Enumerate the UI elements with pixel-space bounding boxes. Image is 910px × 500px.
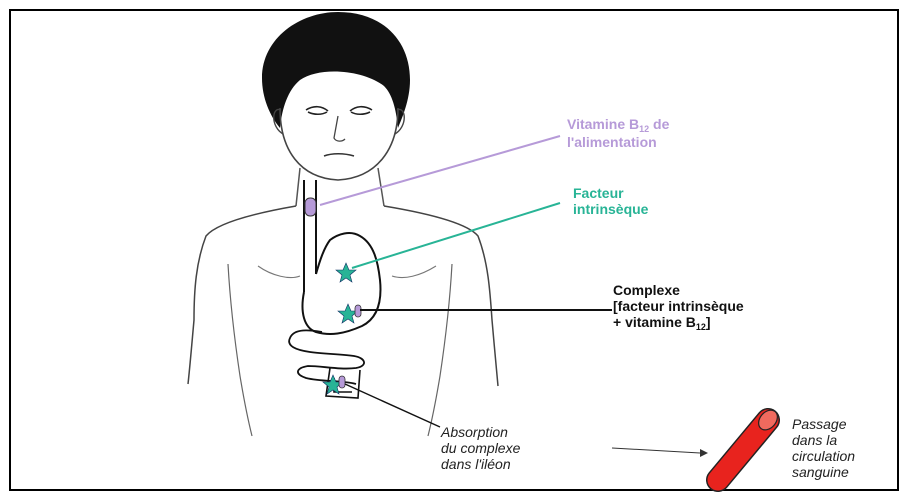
intrinsic-factor-star xyxy=(336,263,356,282)
passage-arrow-head xyxy=(700,449,708,457)
left-torso xyxy=(228,264,252,436)
passage-arrow xyxy=(612,448,700,453)
left-shoulder-arm xyxy=(188,206,296,384)
vitamin-b12-label: Vitamine B12 de l'alimentation xyxy=(567,116,669,150)
face xyxy=(280,108,398,180)
absorption-label: Absorption du complexe dans l'iléon xyxy=(441,424,520,472)
left-eye xyxy=(306,107,328,115)
intrinsic-factor-pointer-line xyxy=(352,203,560,268)
small-intestine xyxy=(289,330,364,384)
blood-vessel xyxy=(718,406,781,480)
absorption-pointer-line xyxy=(345,384,440,427)
nose xyxy=(334,116,345,141)
mouth xyxy=(324,154,354,156)
absorbed-complex-capsule xyxy=(339,376,345,388)
right-shoulder-arm xyxy=(384,206,498,386)
vitamin-pointer-line xyxy=(320,136,560,205)
esophagus xyxy=(304,180,316,292)
vitamin-b12-capsule xyxy=(305,198,316,216)
right-torso xyxy=(428,264,452,436)
complex-label: Complexe [facteur intrinsèque + vitamine… xyxy=(613,282,744,333)
stomach xyxy=(303,233,381,334)
passage-label: Passage dans la circulation sanguine xyxy=(792,416,855,480)
right-eye xyxy=(350,107,372,115)
intrinsic-factor-label: Facteur intrinsèque xyxy=(573,185,648,217)
hair xyxy=(262,12,410,128)
